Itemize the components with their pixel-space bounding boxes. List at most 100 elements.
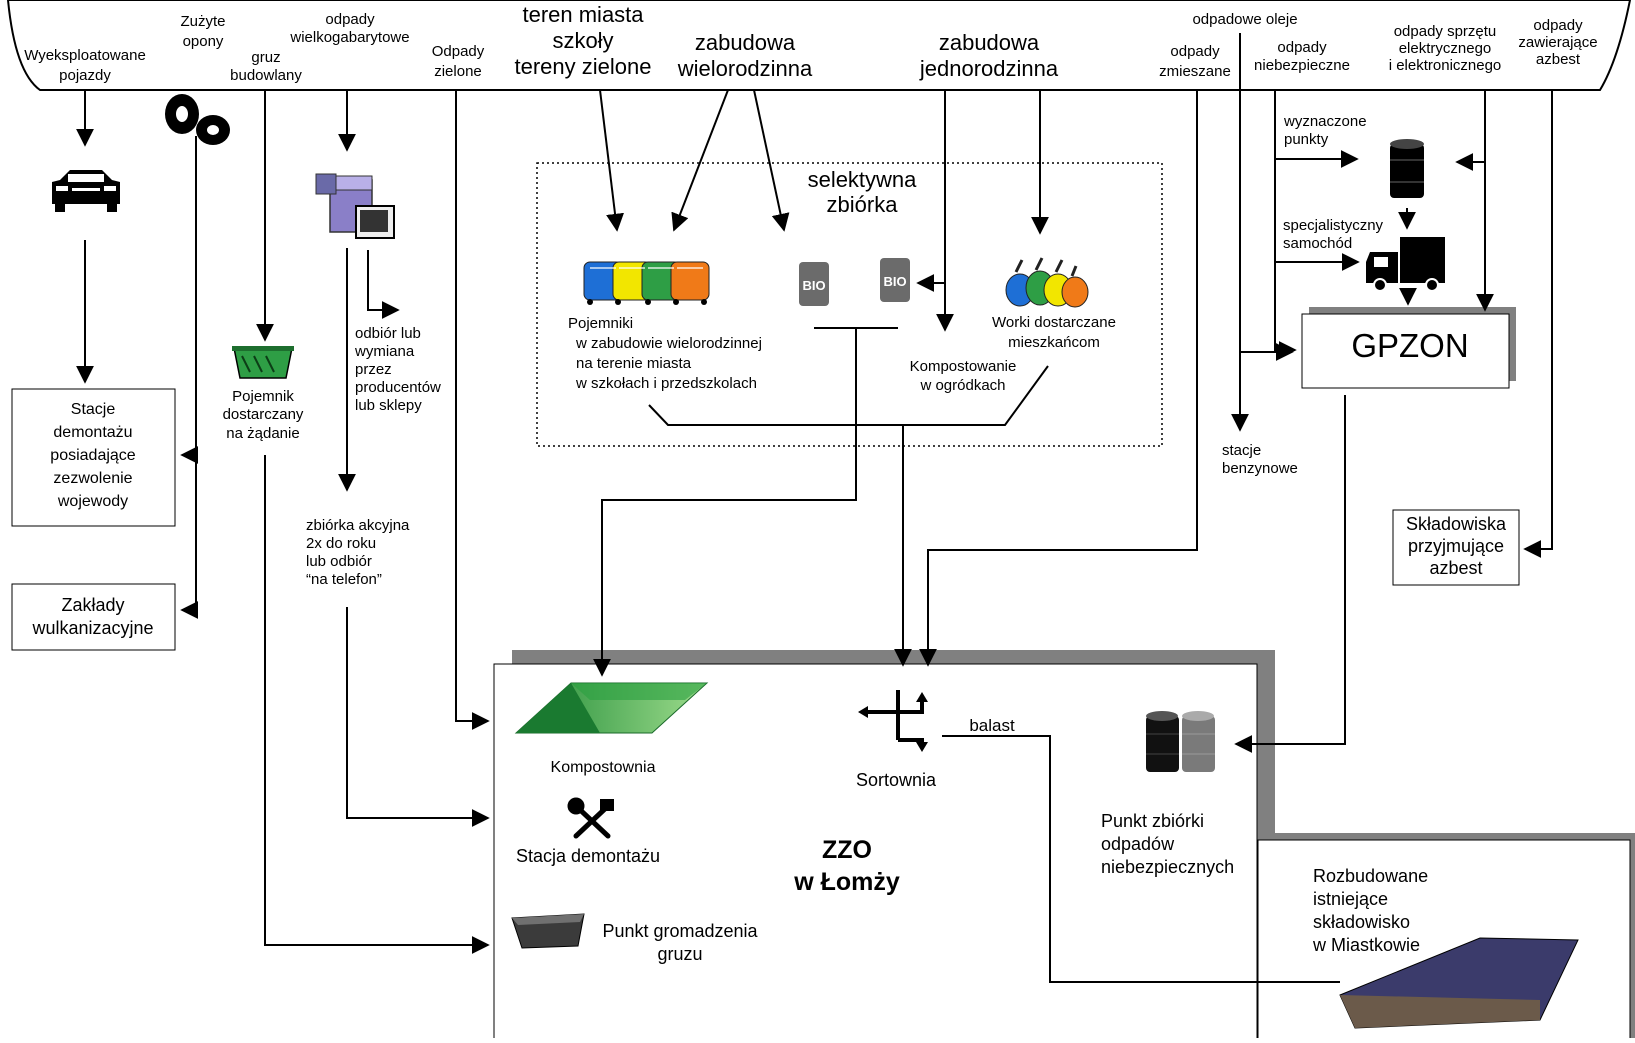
svg-text:składowisko: składowisko [1313, 912, 1410, 932]
svg-text:benzynowe: benzynowe [1222, 460, 1298, 477]
svg-text:w ogródkach: w ogródkach [919, 377, 1005, 394]
svg-text:w zabudowie wielorodzinnej: w zabudowie wielorodzinnej [575, 335, 762, 352]
svg-text:Wyeksploatowane: Wyeksploatowane [24, 47, 146, 64]
svg-text:na terenie miasta: na terenie miasta [576, 355, 692, 372]
svg-text:wymiana: wymiana [354, 343, 415, 360]
svg-text:odpady: odpady [1277, 39, 1327, 56]
svg-text:na żądanie: na żądanie [226, 425, 299, 442]
svg-text:przyjmujące: przyjmujące [1408, 536, 1504, 556]
truck-icon [1366, 237, 1445, 292]
svg-text:zabudowa: zabudowa [695, 30, 796, 55]
svg-text:Zużyte: Zużyte [180, 13, 225, 30]
dismantling-stations-text: Stacje demontażu posiadające zezwolenie … [50, 401, 136, 510]
svg-text:producentów: producentów [355, 379, 441, 396]
hazardous-barrels-icon [1146, 711, 1215, 772]
gpzon-label: GPZON [1351, 327, 1468, 364]
vulcanizing-box [11, 583, 176, 651]
tools-icon [567, 797, 614, 839]
bio-bin-2-icon: BIO [880, 258, 910, 302]
petrol-stations-label: stacje benzynowe [1222, 442, 1298, 477]
svg-text:lub sklepy: lub sklepy [355, 397, 422, 414]
svg-text:wojewody: wojewody [57, 493, 128, 510]
svg-text:teren miasta: teren miasta [522, 2, 644, 27]
containers-label: Pojemniki w zabudowie wielorodzinnej na … [568, 315, 762, 392]
composting-plant-label: Kompostownia [551, 759, 656, 776]
svg-text:niebezpieczne: niebezpieczne [1254, 57, 1350, 74]
svg-text:Pojemniki: Pojemniki [568, 315, 633, 332]
asbestos-landfill-text: Składowiska przyjmujące azbest [1406, 514, 1507, 578]
svg-text:Stacje: Stacje [71, 401, 116, 418]
svg-text:zielone: zielone [434, 63, 482, 80]
svg-text:odpady: odpady [1533, 17, 1583, 34]
svg-text:tereny zielone: tereny zielone [515, 54, 652, 79]
zzo-title: ZZO w Łomży [793, 836, 900, 896]
bags-label: Worki dostarczane mieszkańcom [992, 314, 1116, 351]
colored-bags-icon [1005, 257, 1089, 308]
svg-text:Punkt gromadzenia: Punkt gromadzenia [602, 921, 758, 941]
source-mixed-label: odpady zmieszane [1159, 43, 1231, 80]
svg-text:i elektronicznego: i elektronicznego [1389, 57, 1502, 74]
svg-text:punkty: punkty [1284, 131, 1329, 148]
source-vehicles-label: Wyeksploatowane pojazdy [24, 47, 146, 84]
svg-text:gruzu: gruzu [657, 944, 702, 964]
svg-text:w szkołach i przedszkolach: w szkołach i przedszkolach [575, 375, 757, 392]
selective-collection-area [536, 162, 1163, 447]
svg-text:lub odbiór: lub odbiór [306, 553, 372, 570]
colored-containers-icon [583, 261, 710, 305]
svg-text:BIO: BIO [802, 278, 825, 293]
svg-text:Rozbudowane: Rozbudowane [1313, 866, 1428, 886]
home-composting-label: Kompostowanie w ogródkach [910, 358, 1017, 394]
bin-on-demand-label: Pojemnik dostarczany na żądanie [223, 388, 304, 442]
selective-collection-title: selektywna zbiórka [808, 167, 918, 217]
svg-text:zbiórka akcyjna: zbiórka akcyjna [306, 517, 410, 534]
svg-text:Kompostowanie: Kompostowanie [910, 358, 1017, 375]
sorting-arrow-up-icon [916, 692, 928, 702]
svg-text:stacje: stacje [1222, 442, 1261, 459]
source-oils-label: odpadowe oleje [1192, 11, 1297, 28]
source-electronic-label: odpady sprzętu elektrycznego i elektroni… [1389, 23, 1502, 74]
source-rubble-label: gruz budowlany [230, 49, 302, 84]
svg-text:BIO: BIO [883, 274, 906, 289]
svg-text:samochód: samochód [1283, 235, 1352, 252]
svg-text:odpady: odpady [325, 11, 375, 28]
svg-text:szkoły: szkoły [552, 28, 613, 53]
green-bin-icon [232, 346, 294, 379]
svg-text:niebezpiecznych: niebezpiecznych [1101, 857, 1234, 877]
campaign-collection-label: zbiórka akcyjna 2x do roku lub odbiór “n… [306, 517, 410, 588]
source-tyres-label: Zużyte opony [180, 13, 225, 50]
svg-text:dostarczany: dostarczany [223, 406, 304, 423]
appliances-icon [315, 173, 395, 239]
dismantling-station-label: Stacja demontażu [516, 846, 660, 866]
svg-text:odpadów: odpadów [1101, 834, 1175, 854]
source-banner [6, 0, 1632, 91]
svg-text:Pojemnik: Pojemnik [232, 388, 294, 405]
svg-text:Punkt zbiórki: Punkt zbiórki [1101, 811, 1204, 831]
svg-text:jednorodzinna: jednorodzinna [919, 56, 1059, 81]
svg-text:wielorodzinna: wielorodzinna [677, 56, 813, 81]
svg-text:istniejące: istniejące [1313, 889, 1388, 909]
special-truck-label: specjalistyczny samochód [1283, 217, 1384, 252]
svg-text:2x do roku: 2x do roku [306, 535, 376, 552]
svg-text:Odpady: Odpady [432, 43, 485, 60]
sorting-arrow-left-icon [858, 706, 868, 718]
source-green-label: Odpady zielone [432, 43, 485, 80]
sorting-arrow-down-icon [916, 742, 928, 752]
svg-text:specjalistyczny: specjalistyczny [1283, 217, 1384, 234]
source-bulky-label: odpady wielkogabarytowe [289, 11, 409, 46]
designated-points-label: wyznaczone punkty [1283, 113, 1367, 148]
svg-text:budowlany: budowlany [230, 67, 302, 84]
svg-text:zmieszane: zmieszane [1159, 63, 1231, 80]
rubble-point-label: Punkt gromadzenia gruzu [602, 921, 758, 964]
source-multi-family-label: zabudowa wielorodzinna [677, 30, 813, 81]
svg-text:odpady: odpady [1170, 43, 1220, 60]
svg-text:azbest: azbest [1429, 558, 1482, 578]
svg-text:odbiór lub: odbiór lub [355, 325, 421, 342]
bio-bin-1-icon: BIO [799, 262, 829, 306]
svg-text:Zakłady: Zakłady [61, 595, 124, 615]
svg-text:przez: przez [355, 361, 392, 378]
svg-text:mieszkańcom: mieszkańcom [1008, 334, 1100, 351]
svg-text:ZZO: ZZO [822, 836, 872, 864]
svg-text:w Łomży: w Łomży [793, 868, 900, 896]
ballast-label: balast [969, 716, 1015, 735]
source-hazardous-label: odpady niebezpieczne [1254, 39, 1350, 74]
